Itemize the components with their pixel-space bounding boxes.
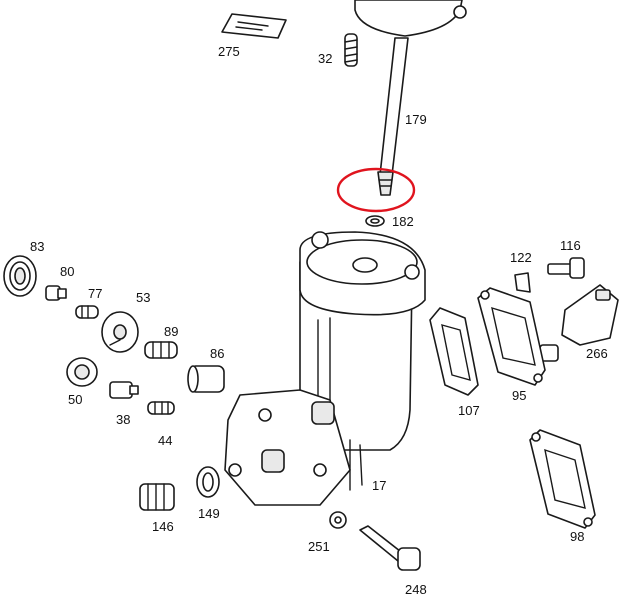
part-17-filter-housing (224, 231, 426, 506)
part-149-ring (196, 466, 220, 498)
label-77: 77 (88, 286, 102, 301)
label-179: 179 (405, 112, 427, 127)
highlight-circle (336, 167, 416, 213)
label-251: 251 (308, 539, 330, 554)
part-122-clip (514, 272, 531, 293)
label-32: 32 (318, 51, 332, 66)
label-275: 275 (218, 44, 240, 59)
part-251-washer (329, 511, 347, 529)
label-44: 44 (158, 433, 172, 448)
part-182-washer (365, 215, 385, 227)
label-17: 17 (372, 478, 386, 493)
part-179-rod (354, 0, 467, 196)
label-50: 50 (68, 392, 82, 407)
label-95: 95 (512, 388, 526, 403)
part-77-spring (75, 305, 99, 319)
part-53-disc (101, 311, 139, 353)
label-83: 83 (30, 239, 44, 254)
label-149: 149 (198, 506, 220, 521)
part-95-flange-plate (477, 287, 546, 386)
part-44-spring (147, 401, 175, 415)
part-146-plug (139, 483, 175, 511)
part-32-spring (344, 33, 358, 67)
part-248-bolt (359, 525, 421, 571)
label-122: 122 (510, 250, 532, 265)
part-83-bellows (3, 255, 37, 297)
part-107-gasket (429, 307, 479, 396)
part-86-cylinder (187, 365, 225, 393)
label-38: 38 (116, 412, 130, 427)
leader-lines (109, 339, 121, 346)
label-146: 146 (152, 519, 174, 534)
label-86: 86 (210, 346, 224, 361)
label-89: 89 (164, 324, 178, 339)
label-248: 248 (405, 582, 427, 597)
label-98: 98 (570, 529, 584, 544)
part-38-valve (109, 381, 139, 399)
part-116-bolt (547, 257, 585, 279)
label-116: 116 (560, 238, 581, 253)
label-107: 107 (458, 403, 480, 418)
label-182: 182 (392, 214, 414, 229)
part-80-fitting (45, 285, 67, 301)
part-89-spring (144, 341, 178, 359)
label-266: 266 (586, 346, 608, 361)
label-53: 53 (136, 290, 150, 305)
part-50-cap (66, 357, 98, 387)
part-275-label-plate (221, 13, 287, 39)
part-number-labels: 275 32 179 182 83 80 77 53 89 86 50 38 4… (30, 44, 608, 597)
part-98-cover-plate (529, 429, 596, 529)
label-80: 80 (60, 264, 74, 279)
